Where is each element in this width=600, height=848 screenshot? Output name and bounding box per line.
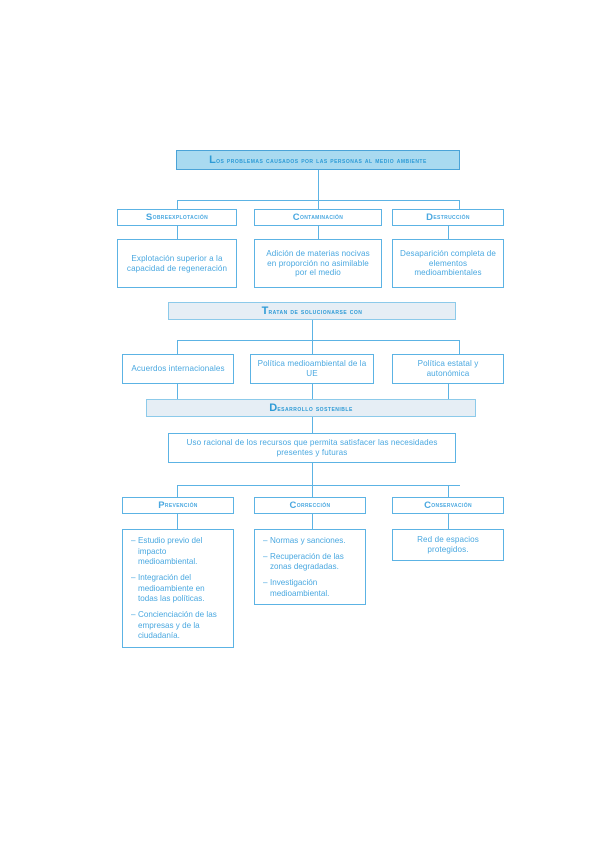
bullet-dash: – [131,610,136,620]
bullet-dash: – [263,551,268,561]
policy-1-text: Acuerdos internacionales [131,364,225,374]
problem-2-initial: C [292,211,300,223]
action-items-prevencion: –Estudio previo del impacto medioambient… [122,529,234,648]
action-2-initial: C [289,499,297,511]
action-2-label: orrección [296,500,331,510]
list-item: –Recuperación de las zonas degradadas. [263,552,358,573]
problem-3-initial: D [426,211,434,223]
policy-box-acuerdos-internacionales: Acuerdos internacionales [122,354,234,384]
problem-detail-destruccion: Desaparición completa de elementos medio… [392,239,504,288]
prevencion-item-3: Concienciación de las empresas y de la c… [138,610,217,641]
sustainable-banner-text: esarrollo sostenible [277,403,353,413]
bullet-dash: – [131,573,136,583]
problem-detail-2-text: Adición de materias nocivas en proporció… [266,248,370,278]
problem-2-label: ontaminación [299,212,344,222]
connector-action-2-down [312,485,313,497]
connector-detail-3 [448,226,449,239]
policy-3-text: Política estatal y autonómica [417,359,479,378]
policy-box-politica-estatal: Política estatal y autonómica [392,354,504,384]
bullet-dash: – [263,536,268,545]
connector-items-3 [448,514,449,529]
policy-2-text: Política medioambiental de la UE [257,359,367,378]
connector-solve-down [312,320,313,340]
connector-detail-2 [318,226,319,239]
list-item: –Investigación medioambiental. [263,578,358,599]
title-banner-text: os problemas causados por las personas a… [216,155,427,165]
action-1-initial: P [158,499,165,511]
sustainable-definition-text: Uso racional de los recursos que permita… [186,438,438,457]
policy-box-politica-ue: Política medioambiental de la UE [250,354,374,384]
connector-policy-1-down [177,340,178,354]
problem-detail-3-text: Desaparición completa de elementos medio… [400,248,496,278]
connector-title-down [318,170,319,200]
problem-1-initial: S [145,211,153,223]
connector-policy-2-down [312,340,313,354]
connector-actions-bar [177,485,460,486]
connector-action-1-down [177,485,178,497]
connector-detail-1 [177,226,178,239]
prevencion-item-1: Estudio previo del impacto medioambienta… [138,536,203,567]
connector-policies-bar [177,340,460,341]
solve-banner-initial: T [261,305,269,317]
connector-problem-2-down [318,200,319,209]
action-3-initial: C [424,499,432,511]
correccion-item-2: Recuperación de las zonas degradadas. [270,551,344,572]
list-item: –Normas y sanciones. [263,536,358,547]
sustainable-definition-box: Uso racional de los recursos que permita… [168,433,456,463]
action-1-label: revención [164,500,198,510]
correccion-list: –Normas y sanciones. –Recuperación de la… [263,536,358,599]
problem-detail-sobreexplotacion: Explotación superior a la capacidad de r… [117,239,237,288]
list-item: –Estudio previo del impacto medioambient… [131,536,226,568]
connector-policy-3-down [459,340,460,354]
connector-action-3-down [448,485,449,497]
connector-definition-down [312,463,313,485]
connector-policy-1-to-sustainable [177,384,178,399]
action-items-conservacion: Red de espacios protegidos. [392,529,504,561]
list-item: –Integración del medioambiente en todas … [131,573,226,605]
prevencion-item-2: Integración del medioambiente en todas l… [138,573,205,604]
conservacion-text: Red de espacios protegidos. [417,535,479,554]
connector-items-2 [312,514,313,529]
action-items-correccion: –Normas y sanciones. –Recuperación de la… [254,529,366,605]
bullet-dash: – [263,578,268,588]
connector-policy-2-to-sustainable [312,384,313,399]
prevencion-list: –Estudio previo del impacto medioambient… [131,536,226,642]
problem-3-label: estrucción [433,212,470,222]
connector-items-1 [177,514,178,529]
solve-banner-text: ratan de solucionarse con [268,306,363,316]
bullet-dash: – [131,536,136,545]
problem-1-label: obreexplotación [152,212,209,222]
problem-detail-1-text: Explotación superior a la capacidad de r… [126,253,228,273]
connector-problem-1-down [177,200,178,209]
problem-detail-contaminacion: Adición de materias nocivas en proporció… [254,239,382,288]
correccion-item-3: Investigación medioambiental. [270,578,330,598]
connector-problem-3-down [459,200,460,209]
title-banner-initial: L [209,154,217,166]
connector-policy-3-to-sustainable [448,384,449,399]
action-3-label: onservación [431,500,472,510]
sustainable-banner-initial: D [269,402,278,414]
correccion-item-1: Normas y sanciones. [270,536,346,545]
connector-sustainable-down [312,417,313,433]
list-item: –Concienciación de las empresas y de la … [131,610,226,642]
